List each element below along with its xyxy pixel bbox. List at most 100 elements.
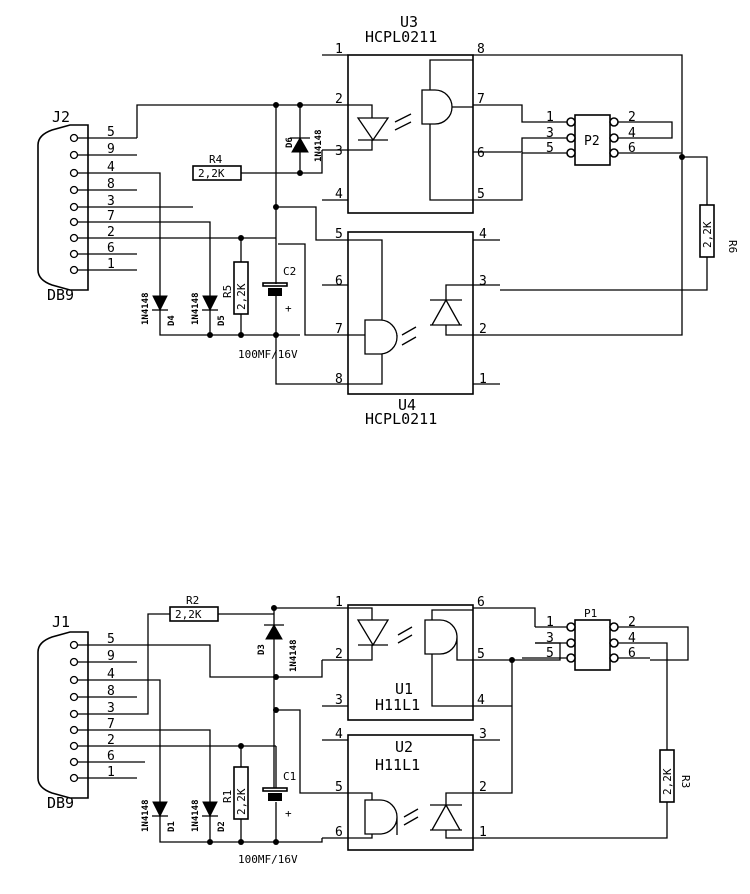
p1-pin-5: 5 [546, 646, 554, 661]
j1-pin-1: 1 [107, 765, 115, 780]
u4-pin-4: 4 [479, 227, 487, 242]
u2-pin-4: 4 [335, 727, 343, 742]
u4-pin-8: 8 [335, 372, 343, 387]
j2-ref: J2 [52, 108, 70, 126]
u4-pin-6: 6 [335, 274, 343, 289]
u2-pin-1: 1 [479, 825, 487, 840]
u2-ref: U2 [395, 738, 413, 756]
d1-diode: 1N4148 D1 [141, 799, 177, 832]
j1-pin-8: 8 [107, 684, 115, 699]
d3-part: 1N4148 [289, 639, 299, 672]
d2-ref: D2 [217, 821, 227, 832]
j2-type: DB9 [47, 286, 74, 304]
j2-pin-9: 9 [107, 142, 115, 157]
d4-ref: D4 [167, 315, 177, 326]
u2-optocoupler: U2 H11L1 4 5 6 3 2 1 [322, 727, 500, 851]
u3-ref: U3 [400, 13, 418, 31]
u3-pin-4: 4 [335, 187, 343, 202]
r5-ref: R5 [221, 285, 234, 298]
r3-ref: R3 [679, 775, 692, 788]
u3-pin-2: 2 [335, 92, 343, 107]
p1-pin-6: 6 [628, 646, 636, 661]
p2-pin-5: 5 [546, 141, 554, 156]
u2-pin-2: 2 [479, 780, 487, 795]
r6-ref: R6 [726, 240, 739, 253]
u4-part: HCPL0211 [365, 410, 437, 428]
j2-pin-4: 4 [107, 160, 115, 175]
u4-pin-5: 5 [335, 227, 343, 242]
u3-pin-8: 8 [477, 42, 485, 57]
d1-part: 1N4148 [141, 799, 151, 832]
j2-pin-6: 6 [107, 241, 115, 256]
j2-pin-3: 3 [107, 194, 115, 209]
u3-pin-3: 3 [335, 144, 343, 159]
j1-db9-connector: J1 DB9 5 9 4 8 3 7 2 6 1 [37, 613, 137, 812]
u1-pin-4: 4 [477, 693, 485, 708]
u3-optocoupler: U3 HCPL0211 1 2 3 4 8 7 6 5 [322, 13, 500, 214]
r6-resistor: 2,2K R6 [699, 204, 739, 258]
j1-pin-4: 4 [107, 667, 115, 682]
p1-ref: P1 [584, 607, 597, 620]
bottom-wiring [137, 607, 689, 843]
d6-diode: D6 1N4148 [285, 125, 324, 162]
u1-pin-2: 2 [335, 647, 343, 662]
r3-resistor: 2,2K R3 [659, 749, 692, 803]
d6-ref: D6 [285, 137, 295, 148]
r2-value: 2,2K [175, 608, 202, 621]
j1-pin-2: 2 [107, 733, 115, 748]
j2-pin-7: 7 [107, 209, 115, 224]
p2-pin-3: 3 [546, 126, 554, 141]
j2-pin-5: 5 [107, 125, 115, 140]
d1-ref: D1 [167, 821, 177, 832]
j1-pin-6: 6 [107, 749, 115, 764]
u2-pin-5: 5 [335, 780, 343, 795]
u2-part: H11L1 [375, 756, 420, 774]
d4-part: 1N4148 [141, 292, 151, 325]
r2-resistor: R2 2,2K [169, 594, 219, 622]
top-circuit: U3 HCPL0211 1 2 3 4 8 7 6 5 U4 HCPL0211 … [37, 13, 739, 428]
p2-pin-4: 4 [628, 126, 636, 141]
p2-connector: P2 1 3 5 2 4 6 [522, 110, 650, 166]
c2-capacitor: C2 + 100MF/16V [238, 265, 298, 361]
j2-pin-2: 2 [107, 225, 115, 240]
c1-plus: + [285, 807, 292, 820]
d5-part: 1N4148 [191, 292, 201, 325]
r5-resistor: 2,2K R5 [221, 261, 249, 315]
u2-pin-3: 3 [479, 727, 487, 742]
r5-value: 2,2K [235, 283, 248, 310]
bottom-junctions [207, 605, 515, 845]
r4-value: 2,2K [198, 167, 225, 180]
r1-ref: R1 [221, 790, 234, 803]
j1-pin-5: 5 [107, 632, 115, 647]
d6-part: 1N4148 [314, 129, 324, 162]
u4-pin-2: 2 [479, 322, 487, 337]
d3-diode: D3 1N4148 [257, 623, 299, 672]
c1-ref: C1 [283, 770, 296, 783]
d4-diode: 1N4148 D4 [141, 292, 177, 326]
j1-pin-9: 9 [107, 649, 115, 664]
j2-pin-8: 8 [107, 177, 115, 192]
j1-type: DB9 [47, 794, 74, 812]
j1-ref: J1 [52, 613, 70, 631]
c2-plus: + [285, 302, 292, 315]
d2-diode: 1N4148 D2 [191, 799, 227, 832]
u4-pin-3: 3 [479, 274, 487, 289]
j1-pin-7: 7 [107, 717, 115, 732]
c1-capacitor: C1 + 100MF/16V [238, 770, 298, 866]
j2-db9-connector: J2 DB9 5 9 4 8 3 7 2 6 1 [37, 108, 137, 304]
r6-value: 2,2K [701, 221, 714, 248]
u3-pin-5: 5 [477, 187, 485, 202]
u3-pin-7: 7 [477, 92, 485, 107]
r1-resistor: 2,2K R1 [221, 766, 249, 820]
u4-pin-1: 1 [479, 372, 487, 387]
c2-value: 100MF/16V [238, 348, 298, 361]
u1-pin-3: 3 [335, 693, 343, 708]
top-wiring [136, 54, 708, 385]
u4-pin-7: 7 [335, 322, 343, 337]
u1-pin-1: 1 [335, 595, 343, 610]
r4-ref: R4 [209, 153, 223, 166]
bottom-circuit: U1 H11L1 1 2 3 6 5 4 U2 H11L1 4 5 6 3 2 … [37, 594, 692, 866]
r3-value: 2,2K [661, 768, 674, 795]
u1-pin-6: 6 [477, 595, 485, 610]
